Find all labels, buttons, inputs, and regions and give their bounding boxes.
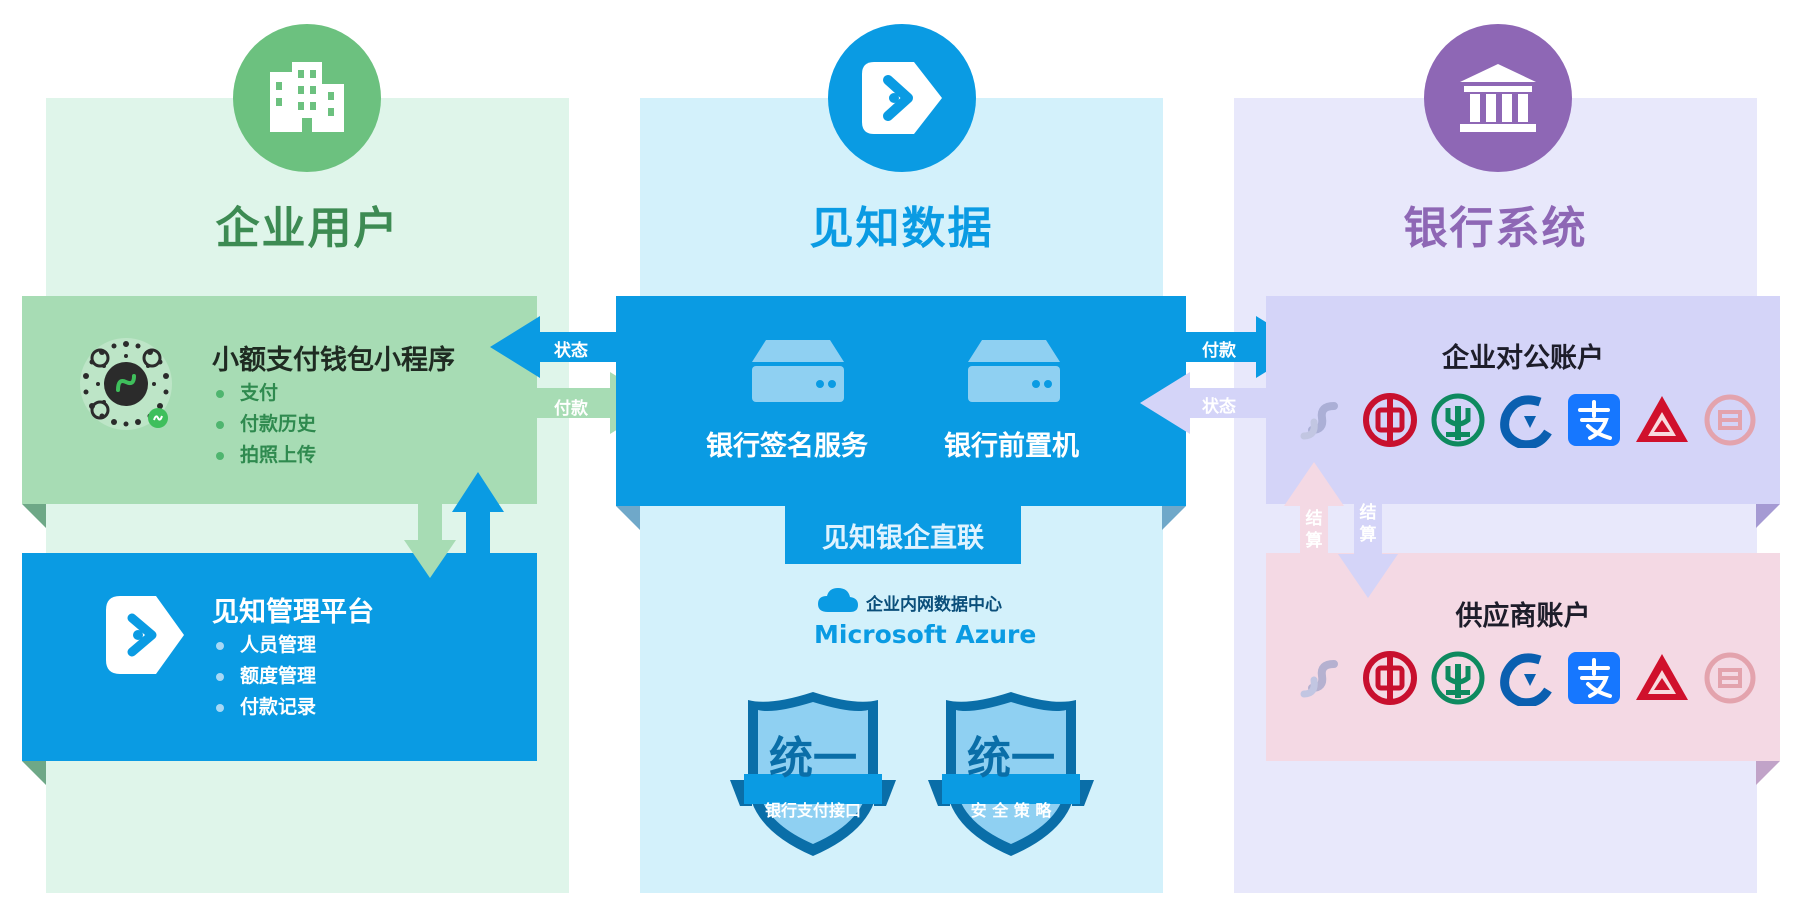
fold-corner	[22, 504, 46, 528]
bank-logo-1-icon	[1294, 392, 1350, 448]
alipay-logo-icon	[1566, 392, 1622, 448]
bank-logo-1-icon	[1294, 650, 1350, 706]
triangle-bank-logo-icon	[1634, 392, 1690, 448]
left-status-label: 状态	[554, 341, 588, 361]
settle-up-arrow-icon	[1284, 462, 1344, 558]
settle-down-label: 结算	[1359, 503, 1377, 545]
settle-down-arrow-icon	[1338, 502, 1398, 598]
bank-title: 银行系统	[1403, 203, 1588, 254]
alipay-logo-icon	[1566, 650, 1622, 706]
platform-title: 见知管理平台	[212, 597, 374, 628]
triangle-bank-logo-icon	[1634, 650, 1690, 706]
shield-icon	[928, 692, 1094, 856]
wallet-panel	[22, 296, 537, 504]
mini-program-qr-icon	[78, 336, 174, 432]
server-icon	[752, 340, 844, 402]
shield-security-policy-label: 安 全 策 略	[970, 801, 1052, 820]
up-arrow-icon	[452, 472, 504, 554]
shield-icon	[730, 692, 896, 856]
datacenter-label: 企业内网数据中心	[866, 595, 1002, 615]
right-status-label: 状态	[1202, 397, 1236, 417]
wallet-title: 小额支付钱包小程序	[212, 345, 455, 376]
status-arrow-left-icon	[490, 316, 620, 378]
supplier-bank-logos	[1294, 650, 1758, 708]
corporate-bank-logos	[1294, 392, 1758, 450]
platform-feature-quota: 额度管理	[212, 661, 316, 692]
left-pay-label: 付款	[554, 399, 588, 419]
shield-payment-interface-label: 银行支付接口	[764, 801, 861, 820]
settle-up-label: 结算	[1305, 509, 1323, 551]
corporate-account-title: 企业对公账户	[1442, 343, 1604, 374]
platform-feature-records: 付款记录	[212, 692, 316, 723]
jianzhi-bank-direct-panel	[616, 296, 1186, 506]
platform-feature-list: 人员管理 额度管理 付款记录	[212, 630, 316, 723]
fold-corner	[1756, 761, 1780, 785]
bank-building-icon	[1424, 24, 1572, 172]
wallet-feature-list: 支付 付款历史 拍照上传	[212, 378, 316, 471]
fold-corner	[1162, 506, 1186, 530]
fold-corner	[1756, 504, 1780, 528]
cloud-icon	[818, 588, 858, 612]
jianzhi-platform-logo-icon	[100, 590, 190, 680]
platform-feature-staff: 人员管理	[212, 630, 316, 661]
shield-unified-label: 统一	[769, 733, 857, 784]
server-icon	[968, 340, 1060, 402]
abc-logo-icon	[1430, 392, 1486, 448]
status-arrow-left-icon	[1140, 372, 1268, 434]
wallet-feature-photo: 拍照上传	[212, 440, 316, 471]
supplier-account-title: 供应商账户	[1455, 601, 1591, 632]
fold-corner	[22, 761, 46, 785]
shield-unified-label: 统一	[967, 733, 1055, 784]
wallet-feature-history: 付款历史	[212, 409, 316, 440]
abc-logo-icon	[1430, 650, 1486, 706]
ccb-logo-icon	[1498, 392, 1554, 450]
bank-front-end-label: 银行前置机	[944, 431, 1079, 462]
azure-label: Microsoft Azure	[814, 620, 1037, 649]
enterprise-title: 企业用户	[215, 203, 400, 254]
ccb-logo-icon	[1498, 650, 1554, 708]
boc-logo-icon	[1362, 650, 1418, 706]
wallet-feature-pay: 支付	[212, 378, 316, 409]
fold-corner	[616, 506, 640, 530]
down-arrow-icon	[404, 502, 456, 578]
building-icon	[233, 24, 381, 172]
bank-signing-service-label: 银行签名服务	[706, 431, 868, 462]
bank-direct-tab: 见知银企直联	[785, 506, 1021, 564]
bank-logo-7-icon	[1702, 650, 1758, 706]
bank-logo-7-icon	[1702, 392, 1758, 448]
boc-logo-icon	[1362, 392, 1418, 448]
jianzhi-title: 见知数据	[809, 203, 994, 254]
right-pay-label: 付款	[1202, 341, 1236, 361]
jianzhi-logo-icon	[828, 24, 976, 172]
